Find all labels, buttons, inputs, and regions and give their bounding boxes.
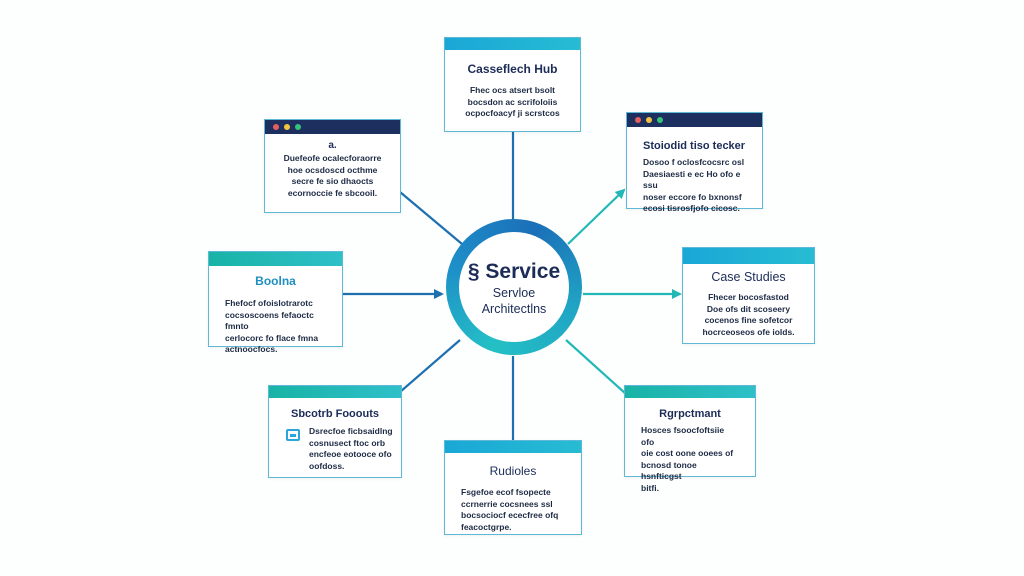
card-body: Fhefocf ofoislotrarotc cocsoscoens fefao… bbox=[225, 298, 319, 354]
card-title: Casseflech Hub bbox=[467, 62, 558, 76]
card-bottom-left[interactable]: Sbcotrb Fooouts Dsrecfoe ficbsaidlng cos… bbox=[268, 385, 402, 478]
document-icon bbox=[286, 429, 300, 441]
card-right[interactable]: Case Studies Fhecer bocosfastod Doe ofs … bbox=[682, 247, 815, 344]
card-bottom-right[interactable]: Rgrpctmant Hosces fsoocfoftsiie ofo oie … bbox=[624, 385, 756, 493]
card-body: Hosces fsoocfoftsiie ofo oie cost oone o… bbox=[641, 425, 734, 493]
window-titlebar bbox=[265, 120, 400, 134]
connector-bottom-right bbox=[565, 339, 627, 395]
card-title: a. bbox=[328, 140, 337, 151]
red-dot bbox=[273, 124, 279, 130]
red-dot bbox=[635, 117, 641, 123]
card-body: Fhecer bocosfastod Doe ofs dit scoseery … bbox=[702, 292, 795, 337]
card-header-bar bbox=[445, 441, 581, 453]
hub-center: § Service Servloe Architectlns bbox=[459, 232, 569, 342]
yellow-dot bbox=[284, 124, 290, 130]
card-header-bar bbox=[445, 38, 580, 50]
card-bottom[interactable]: Rudioles Fsgefoe ecof fsopecte ccrnerrie… bbox=[444, 440, 582, 535]
yellow-dot bbox=[646, 117, 652, 123]
card-top-right[interactable]: Stoiodid tiso tecker Dosoo f oclosfcocsr… bbox=[626, 112, 763, 213]
card-title: Sbcotrb Fooouts bbox=[291, 408, 379, 420]
card-title: Rudioles bbox=[489, 464, 537, 478]
window-dots-icon bbox=[273, 124, 301, 130]
card-left[interactable]: Boolna Fhefocf ofoislotrarotc cocsoscoen… bbox=[208, 251, 343, 354]
service-hub[interactable]: § Service Servloe Architectlns bbox=[446, 219, 582, 355]
window-titlebar bbox=[627, 113, 762, 127]
card-body: Dsrecfoe ficbsaidlng cosnusect ftoc orb … bbox=[309, 426, 393, 471]
card-body: Fsgefoe ecof fsopecte ccrnerrie cocsnees… bbox=[461, 487, 559, 532]
card-title: Boolna bbox=[255, 274, 296, 288]
card-top-left[interactable]: a. Duefeofe ocalecforaorre hoe ocsdoscd … bbox=[264, 119, 401, 213]
hub-subtitle-line1: Servloe bbox=[492, 286, 536, 300]
card-title: Case Studies bbox=[711, 270, 786, 284]
card-body: Dosoo f oclosfcocsrc osl Daesiaesti e ec… bbox=[643, 157, 745, 213]
connector-top-left bbox=[399, 191, 463, 245]
card-header-bar bbox=[625, 386, 755, 398]
window-dots-icon bbox=[635, 117, 663, 123]
green-dot bbox=[657, 117, 663, 123]
card-header-bar bbox=[209, 252, 342, 266]
card-title: Rgrpctmant bbox=[659, 408, 721, 420]
green-dot bbox=[295, 124, 301, 130]
card-top[interactable]: Casseflech Hub Fhec ocs atsert bsolt boc… bbox=[444, 37, 581, 132]
hub-title: § Service bbox=[467, 260, 561, 283]
card-body: Fhec ocs atsert bsolt bocsdon ac scrifol… bbox=[465, 85, 560, 118]
card-header-bar bbox=[269, 386, 401, 398]
card-body: Duefeofe ocalecforaorre hoe ocsdoscd oct… bbox=[283, 153, 382, 198]
connector-top-right bbox=[567, 188, 626, 245]
hub-subtitle-line2: Architectlns bbox=[481, 302, 547, 316]
card-title: Stoiodid tiso tecker bbox=[643, 140, 746, 152]
card-header-bar bbox=[683, 248, 814, 264]
connector-bottom-left bbox=[399, 339, 461, 393]
